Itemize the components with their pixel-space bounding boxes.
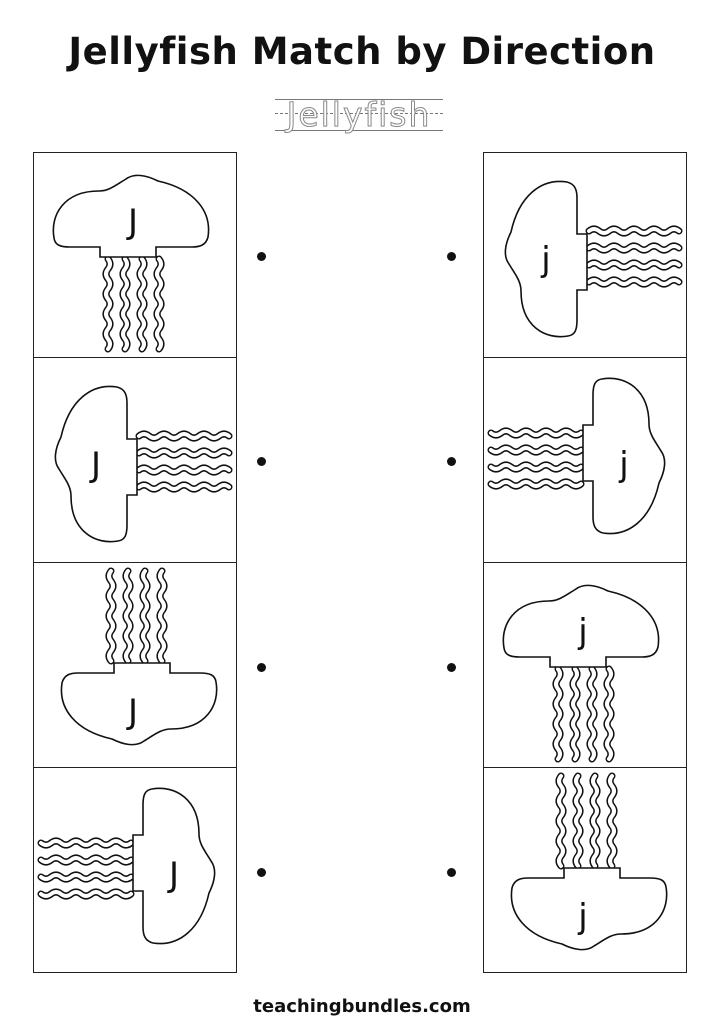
card-letter: J xyxy=(89,445,101,485)
left-match-dot-1[interactable] xyxy=(257,252,266,261)
tracing-word-area: Jellyfish xyxy=(275,96,443,136)
right-match-dot-3[interactable] xyxy=(447,663,456,672)
jellyfish-icon: J xyxy=(52,174,210,353)
right-card-column: j j j j xyxy=(483,152,687,973)
right-match-dot-1[interactable] xyxy=(447,252,456,261)
jellyfish-icon: J xyxy=(60,567,218,746)
left-card-1: J xyxy=(33,152,237,358)
left-match-dot-2[interactable] xyxy=(257,457,266,466)
jellyfish-icon: j xyxy=(504,180,683,338)
jellyfish-icon: J xyxy=(37,787,216,945)
right-card-3: j xyxy=(483,562,687,768)
card-letter: j xyxy=(577,897,587,937)
footer-website: teachingbundles.com xyxy=(253,996,471,1017)
jellyfish-icon: j xyxy=(487,377,666,535)
left-card-column: J J J J xyxy=(33,152,237,973)
left-match-dot-4[interactable] xyxy=(257,868,266,877)
jellyfish-icon: J xyxy=(54,385,233,543)
tracing-top-line xyxy=(275,99,443,100)
card-letter: J xyxy=(126,692,138,732)
left-card-3: J xyxy=(33,562,237,768)
right-card-2: j xyxy=(483,357,687,563)
left-card-2: J xyxy=(33,357,237,563)
card-letter: J xyxy=(126,202,138,242)
worksheet-title: Jellyfish Match by Direction xyxy=(68,30,656,73)
tracing-mid-line xyxy=(275,113,443,114)
left-card-4: J xyxy=(33,767,237,973)
card-letter: j xyxy=(540,240,550,280)
card-letter: j xyxy=(577,612,587,652)
jellyfish-icon: j xyxy=(510,772,668,951)
card-letter: j xyxy=(618,445,628,485)
card-letter: J xyxy=(167,855,179,895)
right-match-dot-4[interactable] xyxy=(447,868,456,877)
tracing-word: Jellyfish xyxy=(286,95,432,134)
right-match-dot-2[interactable] xyxy=(447,457,456,466)
right-card-1: j xyxy=(483,152,687,358)
jellyfish-icon: j xyxy=(502,584,660,763)
left-match-dot-3[interactable] xyxy=(257,663,266,672)
right-card-4: j xyxy=(483,767,687,973)
tracing-base-line xyxy=(275,130,443,131)
